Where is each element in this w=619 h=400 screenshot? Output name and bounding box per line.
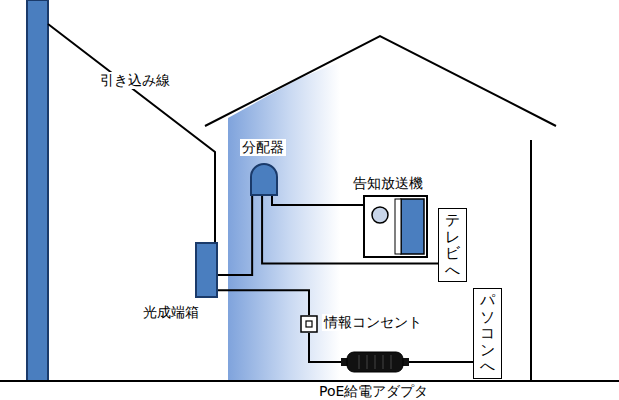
outlet-jack bbox=[306, 321, 312, 327]
cable bbox=[405, 361, 473, 363]
destination-label: パソコンへ bbox=[480, 292, 495, 375]
info-outlet-shape bbox=[300, 315, 318, 333]
right-wall bbox=[530, 140, 532, 381]
poe-adapter: PoE給電アダプタ bbox=[345, 352, 405, 372]
splitter-shape bbox=[248, 163, 280, 195]
cable bbox=[262, 195, 438, 264]
terminal-box bbox=[196, 243, 217, 297]
adapter-ridge bbox=[391, 355, 392, 369]
optical-terminal-box: 光成端箱 bbox=[195, 242, 218, 298]
splitter-body bbox=[251, 164, 277, 195]
announcer-device-shape bbox=[363, 195, 428, 258]
utility-pole bbox=[27, 0, 48, 381]
ground-line bbox=[0, 380, 619, 382]
speaker-symbol bbox=[372, 207, 388, 223]
cable-label: 引き込み線 bbox=[98, 72, 172, 89]
splitter: 分配器 bbox=[248, 163, 280, 195]
wall-shade bbox=[228, 62, 340, 381]
device-panel bbox=[401, 199, 424, 254]
device-housing bbox=[364, 196, 427, 257]
part-label: 光成端箱 bbox=[141, 304, 201, 321]
part-label: PoE給電アダプタ bbox=[317, 383, 430, 400]
tv-box: テレビへ bbox=[438, 208, 467, 282]
adapter-ridge bbox=[383, 355, 384, 369]
cable bbox=[272, 195, 363, 205]
pc-box: パソコンへ bbox=[473, 288, 502, 379]
announcer-device: 告知放送機 bbox=[363, 195, 428, 258]
optical-terminal-box-shape bbox=[195, 242, 218, 298]
adapter-ridge bbox=[375, 355, 376, 369]
drop-cable bbox=[48, 24, 215, 243]
cable bbox=[218, 195, 252, 275]
adapter-body bbox=[347, 352, 403, 372]
outlet-plate bbox=[301, 316, 317, 332]
info-outlet: 情報コンセント bbox=[300, 315, 318, 333]
part-label: 告知放送機 bbox=[351, 175, 425, 192]
adapter-ridge bbox=[367, 355, 368, 369]
poe-adapter-shape bbox=[345, 352, 405, 372]
cable bbox=[218, 290, 309, 315]
adapter-ridge bbox=[359, 355, 360, 369]
left-wall bbox=[228, 118, 229, 381]
roof-line bbox=[205, 36, 556, 126]
part-label: 分配器 bbox=[240, 139, 286, 156]
cable bbox=[309, 333, 345, 362]
part-label: 情報コンセント bbox=[322, 314, 424, 331]
destination-label: テレビへ bbox=[445, 212, 460, 278]
device-hinge bbox=[395, 199, 401, 254]
